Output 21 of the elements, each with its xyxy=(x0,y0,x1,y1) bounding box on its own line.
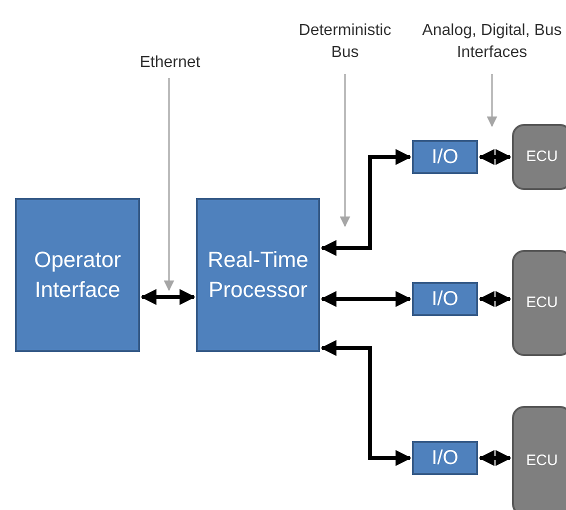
arrow xyxy=(320,291,412,307)
process-box: I/O xyxy=(412,441,478,475)
callout-text: Deterministic Bus xyxy=(290,12,400,72)
process-box: Real-Time Processor xyxy=(196,198,320,352)
device-box: ECU xyxy=(512,250,566,356)
callout-text: Analog, Digital, Bus Interfaces xyxy=(418,12,566,72)
process-box: Operator Interface xyxy=(15,198,140,352)
process-box: I/O xyxy=(412,282,478,316)
leader-line xyxy=(164,78,174,292)
leader-line xyxy=(486,74,498,128)
device-box: ECU xyxy=(512,406,566,510)
arrow xyxy=(140,289,196,305)
arrow xyxy=(478,291,512,307)
device-box: ECU xyxy=(512,124,566,190)
arrow xyxy=(320,149,412,256)
arrow xyxy=(478,149,512,165)
process-box: I/O xyxy=(412,140,478,174)
arrow xyxy=(320,340,412,466)
leader-line xyxy=(340,74,350,228)
arrow xyxy=(478,450,512,466)
callout-text: Ethernet xyxy=(120,50,220,76)
